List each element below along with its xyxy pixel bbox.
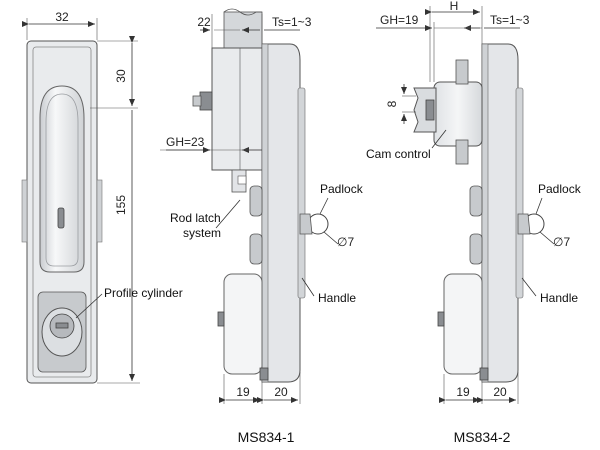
dim-label: 19 — [456, 385, 470, 399]
mount-bolt — [199, 91, 213, 111]
dim-dia7-1: ∅7 — [323, 231, 354, 249]
dim-label: 22 — [197, 15, 211, 29]
handle-edge-1 — [297, 87, 306, 299]
dim-label: ∅7 — [553, 235, 570, 249]
dim-width-32: 32 — [22, 10, 98, 40]
dim-label: H — [450, 0, 459, 13]
boss-upper-1 — [249, 185, 263, 217]
handle-plate-2 — [481, 43, 489, 383]
dim-height-30: 30 — [90, 36, 138, 109]
lock-foot-1 — [259, 367, 269, 381]
front-side-rib-right — [96, 179, 103, 243]
lock-housing-2 — [443, 273, 483, 375]
dim-label: Ts=1~3 — [272, 15, 312, 29]
dims-bottom-1: 19 20 — [219, 372, 301, 404]
side-view-ms834-1 — [192, 8, 329, 383]
lock-housing-1 — [223, 273, 263, 375]
caption-ms834-2: MS834-2 — [454, 429, 511, 445]
lock-foot-2 — [479, 367, 489, 381]
dim-height-155: 155 — [97, 110, 140, 384]
dim-label: 30 — [114, 69, 128, 83]
dim-label: 32 — [55, 10, 69, 24]
front-handle — [39, 85, 85, 273]
boss-upper-2 — [469, 185, 483, 217]
front-handle-inner — [45, 93, 79, 267]
dims-bottom-2: 19 20 — [439, 372, 519, 404]
dim-22: 22 — [197, 14, 260, 48]
cam-nut-bottom — [455, 139, 469, 165]
label-padlock-2: Padlock — [538, 182, 582, 196]
callout-handle-2: Handle — [521, 277, 578, 305]
label-handle-1: Handle — [318, 291, 356, 305]
callout-profile-cylinder: Profile cylinder — [75, 286, 183, 319]
callout-padlock-2: Padlock — [535, 182, 582, 215]
cam-pin — [425, 99, 435, 121]
boss-lower-1 — [249, 233, 263, 265]
callout-handle-1: Handle — [301, 277, 356, 305]
dim-h: H — [425, 0, 483, 82]
key-slot — [55, 322, 69, 329]
front-housing-inner — [32, 46, 92, 378]
label-cam-control: Cam control — [366, 147, 431, 161]
door-panel-2 — [481, 43, 519, 383]
dim-label: Ts=1~3 — [490, 13, 530, 27]
handle-edge-2 — [515, 87, 524, 299]
dim-label: 8 — [385, 100, 399, 107]
label-rod-latch-line2: system — [183, 226, 221, 240]
dim-label: ∅7 — [337, 235, 354, 249]
cam-control — [413, 87, 437, 133]
callout-cam-control: Cam control — [366, 129, 447, 161]
cam-nut-top — [455, 59, 469, 85]
front-side-rib-left — [21, 179, 28, 243]
label-profile-cylinder: Profile cylinder — [104, 286, 183, 300]
padlock-lug-2 — [517, 213, 531, 235]
mount-bolt-stub — [192, 95, 202, 107]
dim-label: 19 — [236, 385, 250, 399]
callout-rod-latch: Rod latch system — [170, 199, 241, 240]
caption-ms834-1: MS834-1 — [238, 429, 295, 445]
rod-latch-top-break — [223, 8, 262, 16]
handle-plate-1 — [261, 43, 269, 383]
dim-label: 20 — [274, 385, 288, 399]
front-handle-slot — [57, 207, 65, 229]
door-panel-1 — [261, 43, 301, 383]
boss-lower-2 — [469, 233, 483, 265]
dim-gh-19: GH=19 — [376, 13, 482, 82]
side-view-ms834-2 — [413, 43, 545, 383]
dim-label: GH=23 — [166, 135, 205, 149]
lock-housing-screw-2 — [437, 311, 445, 327]
label-handle-2: Handle — [540, 291, 578, 305]
dim-ts-2: Ts=1~3 — [484, 13, 530, 29]
lock-housing-screw-1 — [217, 311, 225, 327]
padlock-lug-1 — [299, 213, 313, 235]
dim-8: 8 — [385, 84, 416, 124]
dim-dia7-2: ∅7 — [539, 231, 570, 249]
label-rod-latch-line1: Rod latch — [170, 211, 221, 225]
rod-latch-tab — [237, 175, 247, 185]
callout-padlock-1: Padlock — [319, 182, 364, 215]
dim-label: 20 — [493, 385, 507, 399]
front-view — [21, 40, 103, 384]
dim-ts-1: Ts=1~3 — [261, 14, 312, 44]
dim-label: 155 — [114, 195, 128, 215]
dim-label: GH=19 — [380, 13, 419, 27]
dim-gh-23: GH=23 — [160, 135, 262, 153]
label-padlock-1: Padlock — [320, 182, 364, 196]
